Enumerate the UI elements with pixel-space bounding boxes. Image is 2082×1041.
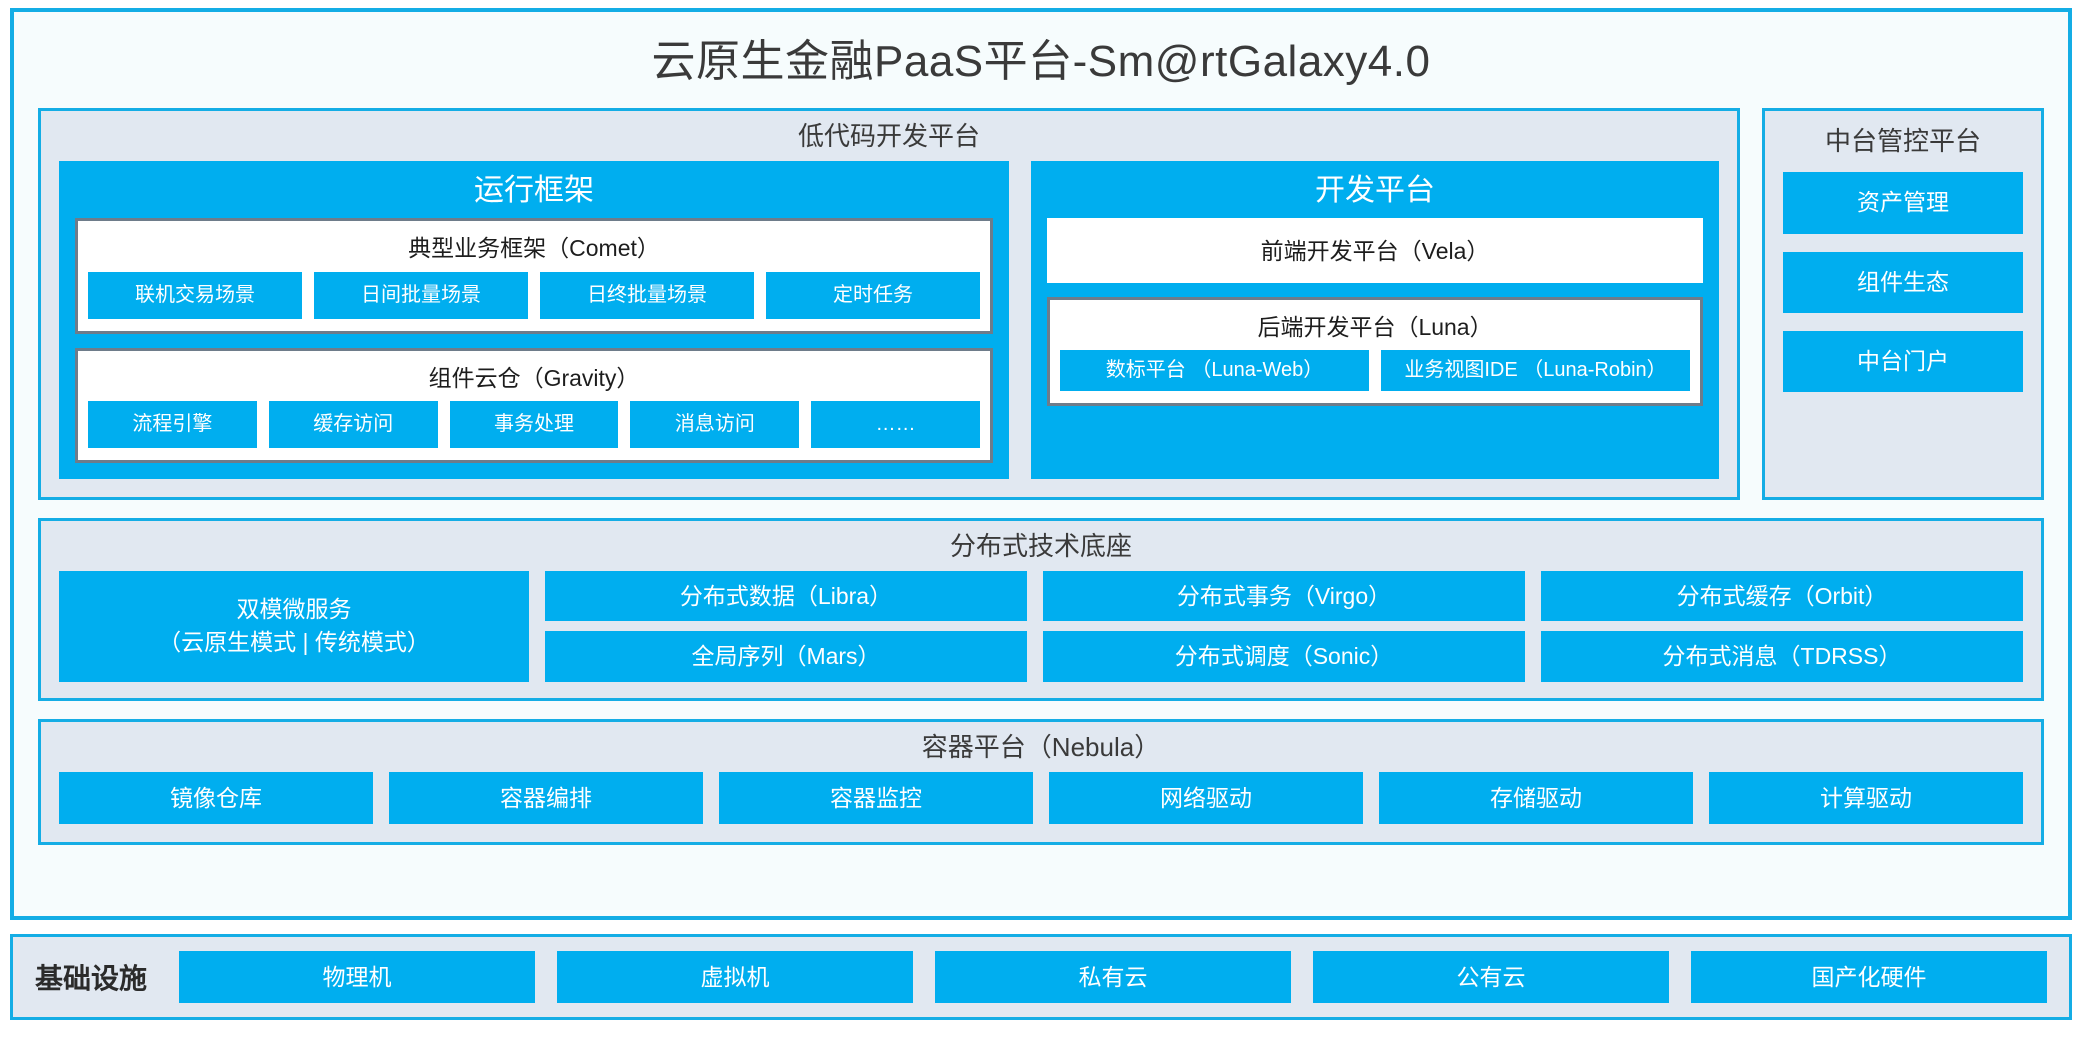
container-chip-image-registry[interactable]: 镜像仓库	[59, 771, 373, 825]
distributed-chip-virgo[interactable]: 分布式事务（Virgo）	[1043, 571, 1525, 622]
platform-outer-container: 云原生金融PaaS平台-Sm@rtGalaxy4.0 低代码开发平台 运行框架 …	[10, 8, 2072, 920]
comet-chip-online-transaction[interactable]: 联机交易场景	[88, 271, 303, 319]
distributed-col-1: 分布式数据（Libra） 全局序列（Mars）	[545, 571, 1027, 682]
comet-box: 典型业务框架（Comet） 联机交易场景 日间批量场景 日终批量场景 定时任务	[75, 218, 994, 334]
distributed-chip-tdrss[interactable]: 分布式消息（TDRSS）	[1541, 631, 2023, 682]
development-platform-card: 开发平台 前端开发平台（Vela） 后端开发平台（Luna） 数标平台	[1031, 161, 1719, 480]
development-platform-body: 前端开发平台（Vela） 后端开发平台（Luna） 数标平台 （Luna-Web…	[1031, 218, 1719, 479]
lowcode-platform-title: 低代码开发平台	[797, 121, 980, 152]
frontend-platform-label: 前端开发平台（Vela）	[1260, 238, 1490, 265]
microservice-line1: 双模微服务	[236, 596, 352, 623]
luna-web-line1: 数标平台	[1105, 359, 1186, 382]
container-platform-title: 容器平台（Nebula）	[921, 731, 1161, 762]
infrastructure-chip-domestic-hardware[interactable]: 国产化硬件	[1691, 951, 2048, 1004]
backend-chip-luna-web[interactable]: 数标平台 （Luna-Web）	[1060, 350, 1370, 392]
midplatform-chip-asset-management[interactable]: 资产管理	[1783, 172, 2023, 234]
distributed-chip-dual-mode-microservice[interactable]: 双模微服务 （云原生模式 | 传统模式）	[59, 571, 529, 682]
midplatform-chip-portal[interactable]: 中台门户	[1783, 330, 2023, 393]
comet-chip-scheduled-task[interactable]: 定时任务	[766, 271, 981, 319]
luna-robin-line1: 业务视图IDE	[1404, 359, 1518, 382]
comet-chip-eod-batch[interactable]: 日终批量场景	[540, 271, 755, 319]
infrastructure-chip-public-cloud[interactable]: 公有云	[1313, 951, 1670, 1004]
development-platform-title: 开发平台	[1315, 174, 1436, 208]
gravity-chip-transaction-processing[interactable]: 事务处理	[449, 401, 619, 449]
distributed-base-panel: 分布式技术底座 双模微服务 （云原生模式 | 传统模式） 分布式数据（Libra…	[38, 518, 2044, 701]
gravity-chip-message-access[interactable]: 消息访问	[630, 401, 800, 449]
infrastructure-chip-physical-machine[interactable]: 物理机	[179, 951, 536, 1004]
page-title: 云原生金融PaaS平台-Sm@rtGalaxy4.0	[651, 37, 1431, 86]
midplatform-body: 资产管理 组件生态 中台门户	[1765, 166, 2041, 410]
row-lowcode-and-midplatform: 低代码开发平台 运行框架 典型业务框架（Comet） 联机交易场景 日间批量场景	[38, 108, 2044, 501]
distributed-col-2: 分布式事务（Virgo） 分布式调度（Sonic）	[1043, 571, 1525, 682]
gravity-box: 组件云仓（Gravity） 流程引擎 缓存访问 事务处理 消息访问 ……	[75, 347, 994, 464]
microservice-line2: （云原生模式 | 传统模式）	[158, 629, 430, 656]
distributed-chip-orbit[interactable]: 分布式缓存（Orbit）	[1541, 571, 2023, 622]
infrastructure-chip-virtual-machine[interactable]: 虚拟机	[557, 951, 914, 1004]
gravity-chip-more-ellipsis[interactable]: ……	[811, 401, 981, 449]
distributed-base-body: 双模微服务 （云原生模式 | 传统模式） 分布式数据（Libra） 全局序列（M…	[41, 571, 2041, 698]
infrastructure-panel: 基础设施 物理机 虚拟机 私有云 公有云 国产化硬件	[10, 934, 2072, 1021]
runtime-framework-body: 典型业务框架（Comet） 联机交易场景 日间批量场景 日终批量场景 定时任务 …	[59, 218, 1009, 479]
distributed-col-3: 分布式缓存（Orbit） 分布式消息（TDRSS）	[1541, 571, 2023, 682]
infrastructure-label: 基础设施	[35, 963, 148, 995]
gravity-title: 组件云仓（Gravity）	[428, 364, 640, 391]
gravity-chip-row: 流程引擎 缓存访问 事务处理 消息访问 ……	[88, 401, 981, 449]
midplatform-panel: 中台管控平台 资产管理 组件生态 中台门户	[1762, 108, 2044, 501]
backend-platform-title: 后端开发平台（Luna）	[1257, 313, 1493, 340]
midplatform-chip-component-ecosystem[interactable]: 组件生态	[1783, 251, 2023, 313]
comet-title: 典型业务框架（Comet）	[408, 235, 660, 262]
backend-chip-row: 数标平台 （Luna-Web） 业务视图IDE （Luna-Robin）	[1060, 350, 1691, 392]
container-chip-compute-driver[interactable]: 计算驱动	[1709, 771, 2023, 825]
lowcode-platform-panel: 低代码开发平台 运行框架 典型业务框架（Comet） 联机交易场景 日间批量场景	[38, 108, 1740, 501]
comet-chip-intraday-batch[interactable]: 日间批量场景	[314, 271, 529, 319]
distributed-base-title: 分布式技术底座	[949, 531, 1132, 562]
container-platform-panel: 容器平台（Nebula） 镜像仓库 容器编排 容器监控 网络驱动 存储驱动 计算…	[38, 718, 2044, 846]
comet-chip-row: 联机交易场景 日间批量场景 日终批量场景 定时任务	[88, 271, 981, 319]
container-platform-body: 镜像仓库 容器编排 容器监控 网络驱动 存储驱动 计算驱动	[41, 771, 2041, 842]
distributed-col-microservice: 双模微服务 （云原生模式 | 传统模式）	[59, 571, 529, 682]
container-chip-orchestration[interactable]: 容器编排	[389, 771, 703, 825]
container-chip-storage-driver[interactable]: 存储驱动	[1379, 771, 1693, 825]
lowcode-platform-body: 运行框架 典型业务框架（Comet） 联机交易场景 日间批量场景 日终批量场景 …	[41, 161, 1737, 497]
runtime-framework-card: 运行框架 典型业务框架（Comet） 联机交易场景 日间批量场景 日终批量场景 …	[59, 161, 1010, 480]
container-chip-network-driver[interactable]: 网络驱动	[1049, 771, 1363, 825]
backend-chip-luna-robin[interactable]: 业务视图IDE （Luna-Robin）	[1381, 350, 1691, 392]
midplatform-title: 中台管控平台	[1824, 126, 1981, 157]
backend-platform-box: 后端开发平台（Luna） 数标平台 （Luna-Web） 业务视图IDE （Lu…	[1047, 296, 1703, 407]
distributed-chip-libra[interactable]: 分布式数据（Libra）	[545, 571, 1027, 622]
runtime-framework-title: 运行框架	[474, 174, 595, 208]
gravity-chip-process-engine[interactable]: 流程引擎	[88, 401, 257, 449]
distributed-chip-sonic[interactable]: 分布式调度（Sonic）	[1043, 631, 1525, 682]
infrastructure-chip-private-cloud[interactable]: 私有云	[935, 951, 1292, 1004]
gravity-chip-cache-access[interactable]: 缓存访问	[268, 401, 438, 449]
luna-web-line2: （Luna-Web）	[1191, 359, 1324, 382]
distributed-chip-mars[interactable]: 全局序列（Mars）	[545, 631, 1027, 682]
luna-robin-line2: （Luna-Robin）	[1523, 359, 1667, 382]
frontend-platform-box[interactable]: 前端开发平台（Vela）	[1047, 218, 1703, 283]
container-chip-monitoring[interactable]: 容器监控	[719, 771, 1033, 825]
